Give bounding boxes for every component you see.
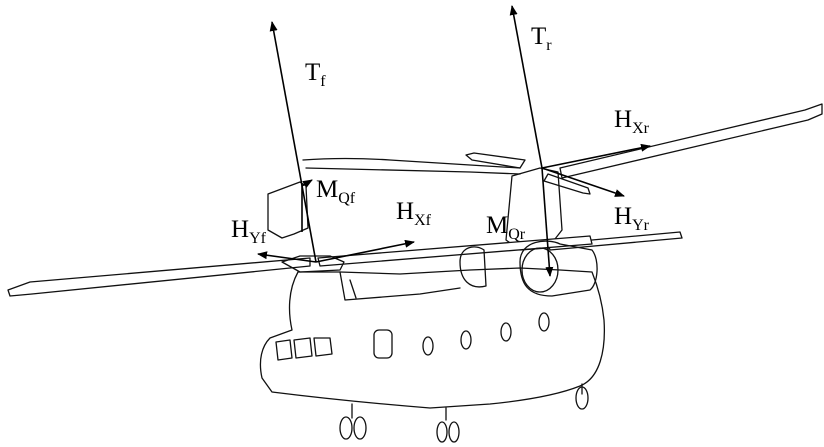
mid-wheel-right [448,421,460,443]
rear-rotor-blade-right [559,103,823,179]
fuselage-deck-2 [349,279,357,299]
mid-wheel-left [436,421,448,443]
cockpit-window-3 [313,337,333,357]
rear-wheel [575,386,589,410]
front-rotor-blade-right [317,235,593,267]
front-pylon [267,181,309,239]
label-T-front: Tf [305,59,326,90]
label-M-Q-rear: MQr [486,212,526,243]
front-hx-arrow [315,239,415,263]
porthole-2 [460,330,472,350]
rear-thrust-arrow [509,5,543,169]
label-M-Q-front: MQf [316,176,356,207]
rear-rotor-blade-back [543,173,591,195]
front-rotor-blade-left [7,257,311,297]
front-mq-arrow [301,179,313,232]
side-door [373,329,393,359]
rear-hx-arrow [541,143,651,169]
label-H-X-rear: HXr [614,106,650,137]
fuselage-spine [302,157,521,169]
front-wheel-right [353,416,367,440]
rear-hy-arrow [541,167,625,197]
label-T-rear: Tr [531,23,552,54]
fuselage-deck [339,271,461,301]
label-H-Y-rear: HYr [614,203,650,234]
helicopter-outline [7,103,823,443]
label-H-X-front: HXf [396,198,432,229]
front-thrust-arrow [269,21,317,263]
front-hy-arrow [257,251,317,263]
porthole-3 [500,322,512,342]
label-H-Y-front: HYf [231,216,267,247]
rear-mq-arrow [541,167,554,277]
porthole-4 [538,312,550,332]
rear-rotor-blade-left [465,152,526,169]
force-vectors [257,5,651,277]
right-engine [519,240,598,297]
front-wheel-left [339,416,353,440]
vector-labels: Tf Tr HXr HYr MQf HXf HYf MQr [231,23,650,247]
cockpit-window-2 [293,337,313,359]
fuselage-body [259,267,606,409]
left-engine [459,246,487,288]
cockpit-window-1 [275,339,293,361]
fuselage-spine-lower [305,167,521,175]
porthole-1 [422,336,434,356]
